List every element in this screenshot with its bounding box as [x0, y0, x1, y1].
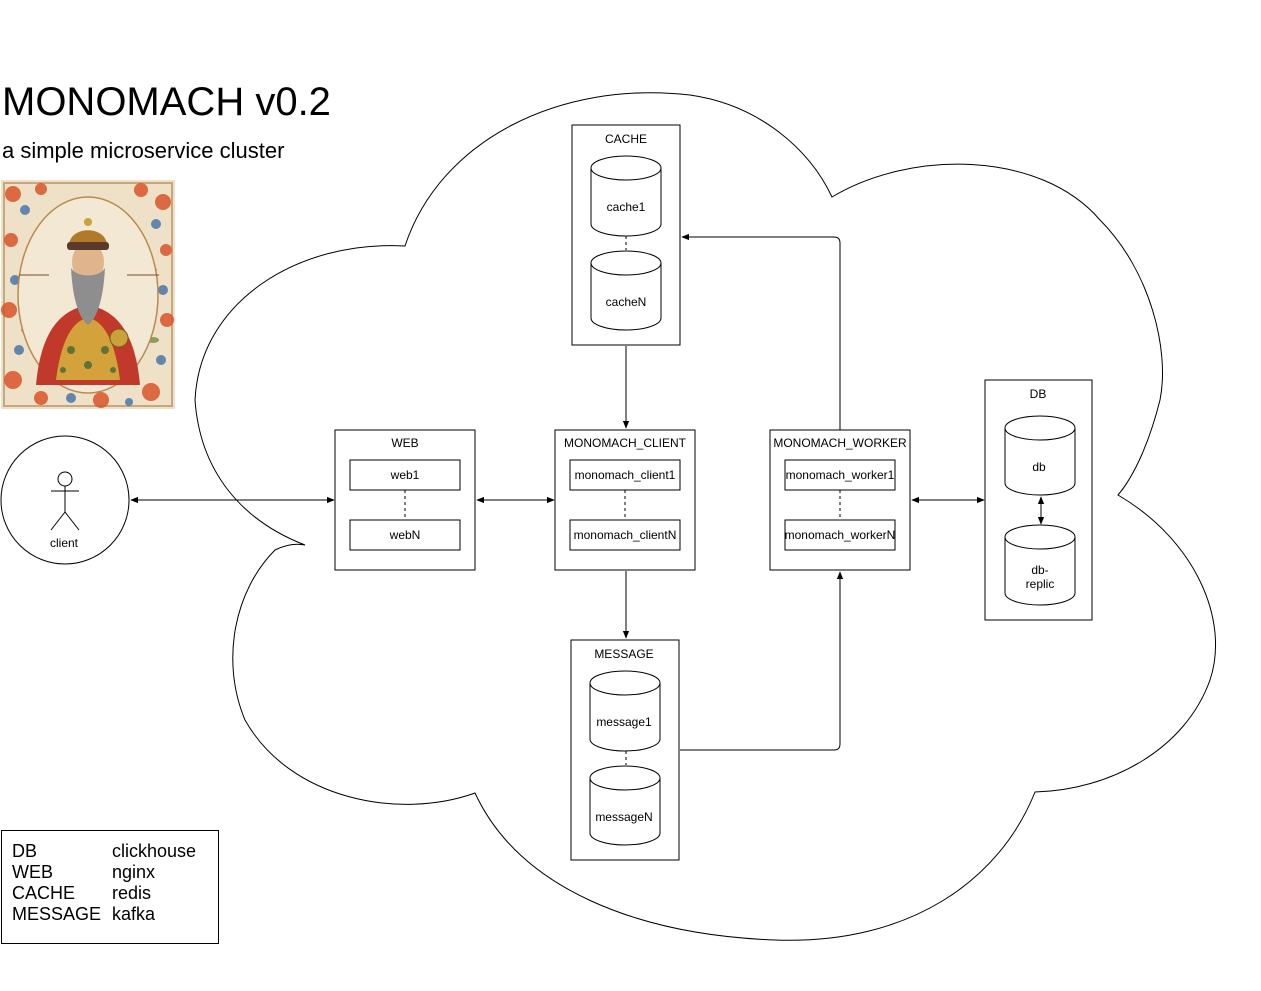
monomach-client1-label: monomach_client1	[575, 468, 676, 482]
monomach-workerN-node[interactable]	[784, 519, 896, 551]
person-icon	[50, 471, 80, 531]
cloud-shape	[194, 92, 1217, 941]
legend-row: CACHE redis	[12, 883, 208, 904]
db-group[interactable]: DB db db- replic	[984, 379, 1093, 621]
web-group[interactable]: WEB web1 webN	[334, 429, 476, 571]
db-replic-label-line1: db-	[1031, 563, 1048, 577]
monomach-client-title: MONOMACH_CLIENT	[564, 436, 687, 450]
message-worker-connector	[680, 571, 844, 751]
legend-value: kafka	[112, 904, 156, 924]
legend-row: WEB nginx	[12, 862, 208, 883]
legend-key: CACHE	[12, 883, 76, 903]
web1-label: web1	[390, 468, 420, 482]
db-group-title: DB	[1030, 387, 1047, 401]
monomach-worker-title: MONOMACH_WORKER	[773, 436, 907, 450]
cache1-cylinder[interactable]	[590, 155, 662, 237]
message-group[interactable]: MESSAGE message1 messageN	[570, 639, 680, 861]
legend-key: MESSAGE	[12, 904, 102, 924]
client-actor[interactable]: client	[0, 435, 130, 565]
messageN-label: messageN	[595, 810, 652, 824]
legend-key: DB	[12, 841, 38, 861]
monomach-clientN-label: monomach_clientN	[574, 528, 677, 542]
client-label: client	[50, 536, 79, 550]
legend-value: redis	[112, 883, 152, 903]
worker-cache-connector	[681, 233, 841, 430]
legend-value: nginx	[112, 862, 156, 882]
monomach-client1-node[interactable]	[569, 459, 681, 491]
cache-group-title: CACHE	[605, 132, 647, 146]
legend-table: DB clickhouse WEB nginx CACHE redis MESS…	[1, 830, 219, 944]
page-subtitle: a simple microservice cluster	[2, 138, 285, 163]
legend-row: DB clickhouse	[12, 841, 208, 862]
page-title: MONOMACH v0.2	[2, 80, 331, 124]
cacheN-label: cacheN	[606, 295, 647, 309]
monomach-clientN-node[interactable]	[569, 519, 681, 551]
webN-node[interactable]	[349, 519, 461, 551]
legend-value: clickhouse	[112, 841, 197, 861]
message1-label: message1	[596, 715, 652, 729]
monomach-client-group[interactable]: MONOMACH_CLIENT monomach_client1 monomac…	[554, 429, 696, 571]
cache1-label: cache1	[607, 200, 646, 214]
monomach-worker1-node[interactable]	[784, 459, 896, 491]
web1-node[interactable]	[349, 459, 461, 491]
webN-label: webN	[389, 528, 421, 542]
monomach-workerN-label: monomach_workerN	[785, 528, 896, 542]
monomach-portrait-image	[1, 180, 175, 409]
message-group-title: MESSAGE	[594, 647, 653, 661]
message1-cylinder[interactable]	[589, 670, 661, 752]
db-cylinder[interactable]	[1004, 415, 1076, 496]
db-replic-label-line2: replic	[1026, 577, 1055, 591]
cache-group[interactable]: CACHE cache1 cacheN	[571, 124, 681, 346]
monomach-worker1-label: monomach_worker1	[786, 468, 895, 482]
web-group-title: WEB	[391, 436, 418, 450]
monomach-worker-group[interactable]: MONOMACH_WORKER monomach_worker1 monomac…	[769, 429, 911, 571]
messageN-cylinder[interactable]	[589, 765, 661, 846]
legend-key: WEB	[12, 862, 54, 882]
db-label: db	[1032, 460, 1046, 474]
legend-row: MESSAGE kafka	[12, 904, 208, 925]
connectors	[130, 233, 1045, 751]
db-replic-cylinder[interactable]	[1004, 524, 1076, 606]
cacheN-cylinder[interactable]	[590, 250, 662, 331]
